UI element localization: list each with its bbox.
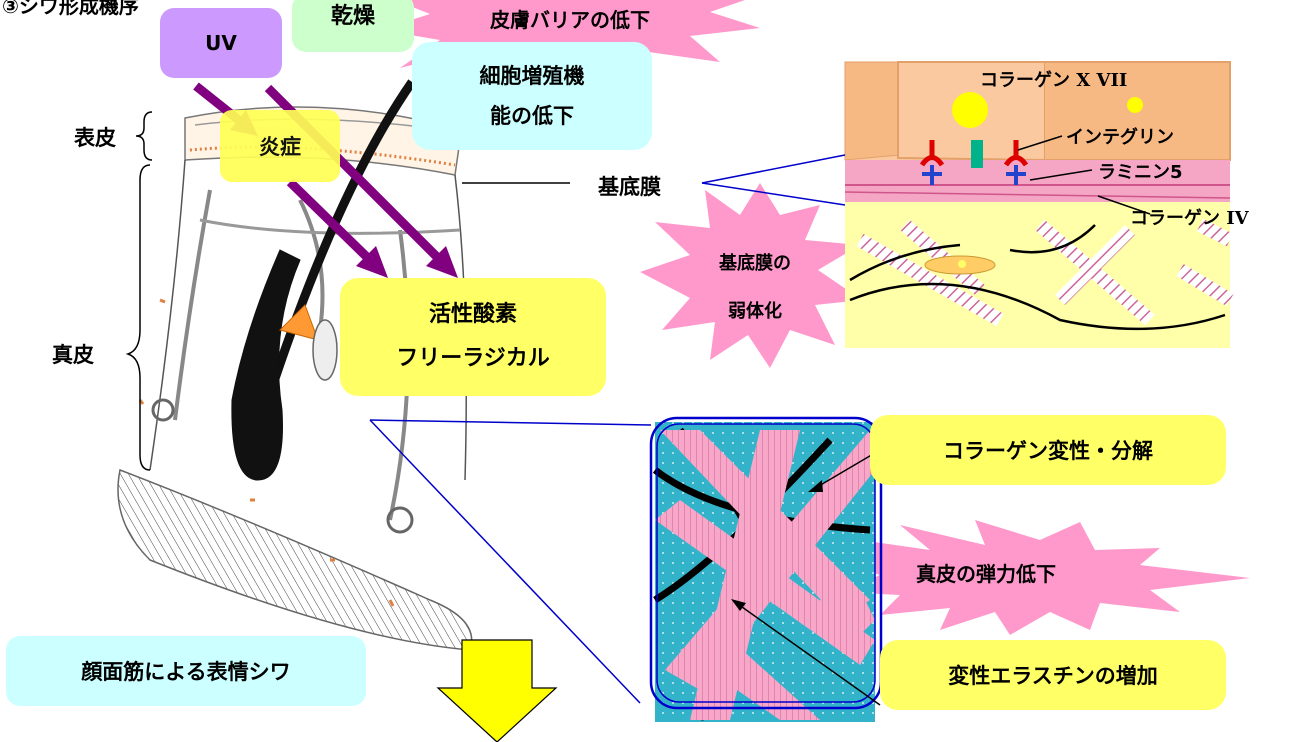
kasseisanso-line1: 活性酸素 [428, 302, 517, 327]
laminin-label: ラミニン5 [1098, 162, 1183, 183]
collagen-zoom-panel [649, 416, 883, 722]
kiteimaku-label: 基底膜 [598, 175, 661, 199]
kansou-label: 乾燥 [330, 4, 375, 29]
collagen4-label: コラーゲン IV [1130, 208, 1249, 229]
ensho-box: 炎症 [220, 110, 340, 182]
skin-illustration [117, 106, 473, 651]
integrin-label: インテグリン [1066, 127, 1174, 148]
hyohi-label: 表皮 [74, 126, 116, 150]
shinpi-label: 真皮 [52, 343, 94, 367]
connector-lines [369, 154, 846, 704]
kansou-box: 乾燥 [292, 0, 414, 52]
collagen-henka-box: コラーゲン変性・分解 [870, 415, 1226, 485]
membrane-weak-line2: 弱体化 [728, 301, 782, 322]
uv-box: UV [160, 8, 282, 78]
elastin-label: 変性エラスチンの増加 [948, 664, 1158, 688]
ensho-label: 炎症 [259, 135, 301, 159]
kasseisanso-line2: フリーラジカル [396, 346, 550, 371]
membrane-weak-line1: 基底膜の [719, 253, 791, 274]
danryoku-label: 真皮の弾力低下 [916, 562, 1056, 586]
collagen-henka-label: コラーゲン変性・分解 [943, 439, 1153, 463]
membrane-weak-burst [640, 183, 862, 368]
braces [125, 111, 153, 471]
elasticity-burst [830, 520, 1250, 635]
membrane-pointer-lines [1017, 135, 1151, 215]
hair-follicle [231, 249, 301, 481]
sweat-gland [312, 319, 338, 381]
top-title-cut: ③シワ形成機序 [2, 0, 139, 18]
saibou-box: 細胞増殖機 能の低下 [412, 42, 652, 150]
basement-membrane-panel [844, 61, 1234, 348]
down-arrow [436, 639, 558, 742]
membrane-weak-text: 基底膜の 弱体化 [690, 240, 820, 336]
saibou-line1: 細胞増殖機 [479, 64, 585, 88]
sebaceous-gland [279, 304, 319, 341]
ganmen-label: 顔面筋による表情シワ [81, 660, 291, 684]
uv-label: UV [205, 31, 237, 55]
saibou-line2: 能の低下 [490, 104, 574, 128]
kasseisanso-box: 活性酸素 フリーラジカル [340, 278, 606, 396]
elastin-box: 変性エラスチンの増加 [880, 640, 1226, 710]
ganmen-box: 顔面筋による表情シワ [6, 636, 366, 706]
barrier-label: 皮膚バリアの低下 [490, 8, 650, 32]
collagen17-label: コラーゲン X VII [980, 70, 1128, 91]
